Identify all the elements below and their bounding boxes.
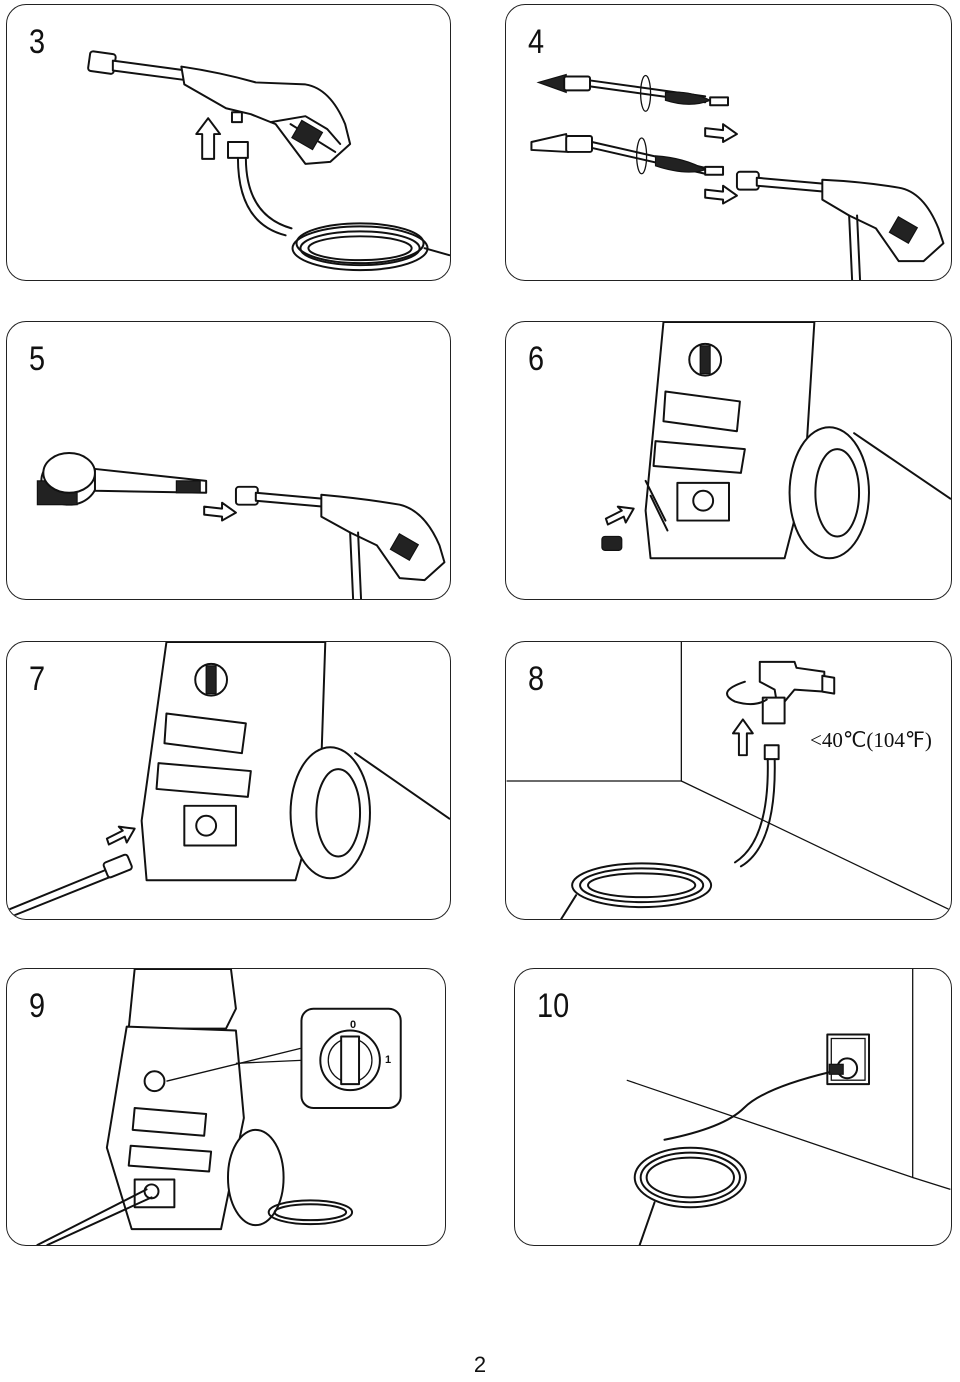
rotate-arrow-icon [726,680,768,706]
panel-step-8: 8 <40℃(104℉) [505,641,952,920]
spray-gun [735,170,945,263]
lance-1 [536,73,729,112]
step-number: 3 [29,23,46,61]
step-number: 9 [29,987,46,1025]
panel-step-4: 4 [505,4,952,281]
page-number: 2 [473,1352,487,1377]
water-tap-hose-illustration [506,642,951,919]
panel-step-10: 10 [514,968,952,1246]
power-switch-illustration [36,969,402,1245]
step-number: 5 [29,340,46,378]
inlet-hose-illustration [7,642,450,919]
spray-gun [87,50,352,165]
panel-step-5: 5 [6,321,451,600]
water-tap [758,660,836,725]
spray-gun-hose-illustration [87,50,450,272]
rotary-brush [36,452,208,506]
panel-step-7: 7 [6,641,451,920]
power-plug-illustration [626,969,951,1245]
step-number: 6 [528,340,545,378]
panel-step-3: 3 [6,4,451,281]
step-number: 7 [29,660,46,698]
panel-step-9: 9 0 1 [6,968,446,1246]
switch-on-mark: 1 [385,1054,392,1066]
panel-step-6: 6 [505,321,952,600]
step-number: 4 [528,23,545,61]
spray-gun [234,485,446,582]
lance-2 [530,133,725,176]
temperature-limit-label: <40℃(104℉) [810,728,932,752]
upward-arrow-icon [195,117,222,160]
switch-off-mark: 0 [350,1019,357,1031]
direction-arrow-icon [704,123,738,143]
step-number: 10 [537,987,570,1025]
brush-attachment-illustration [36,452,446,599]
nozzle-lance-illustration [530,73,945,280]
step-number: 8 [528,660,545,698]
outlet-connector-illustration [601,322,951,560]
